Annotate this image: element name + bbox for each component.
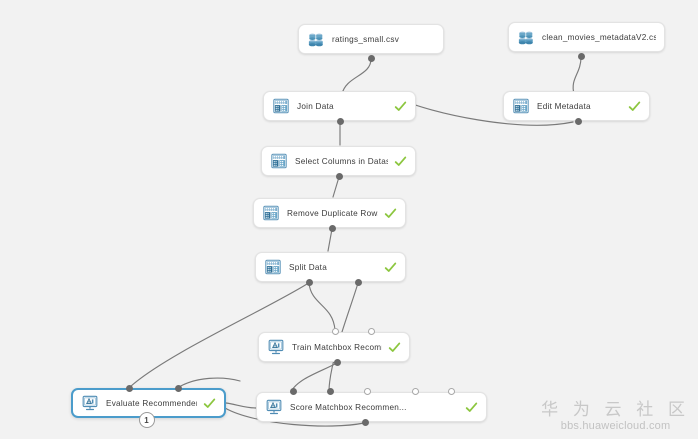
- edge-select-to-remove[interactable]: [332, 176, 340, 198]
- node-score-matchbox-recommender[interactable]: Score Matchbox Recommen...: [256, 392, 487, 422]
- node-label: Select Columns in Dataset: [295, 156, 388, 166]
- port-join-data-output[interactable]: [337, 118, 344, 125]
- module-icon: [513, 98, 529, 114]
- port-evaluate-input-right[interactable]: [175, 385, 182, 392]
- edge-score-left-to-evaluate-right[interactable]: [225, 402, 257, 409]
- node-label: Score Matchbox Recommen...: [290, 402, 407, 412]
- edge-split-left-to-train[interactable]: [308, 282, 336, 331]
- port-score-input-aux-1[interactable]: [364, 388, 371, 395]
- node-select-columns-in-dataset[interactable]: Select Columns in Dataset: [261, 146, 416, 176]
- port-remove-duplicate-rows-output[interactable]: [329, 225, 336, 232]
- dataset-icon: [308, 33, 323, 47]
- node-label: Edit Metadata: [537, 101, 591, 111]
- port-train-input-aux-1[interactable]: [368, 328, 375, 335]
- status-check-icon: [465, 402, 478, 412]
- dataset-icon: [518, 31, 533, 45]
- node-label: Evaluate Recommender: [106, 398, 197, 408]
- port-clean-movies-output[interactable]: [578, 53, 585, 60]
- node-clean-movies-metadatav2-csv[interactable]: clean_movies_metadataV2.csv: [508, 22, 665, 52]
- status-check-icon: [628, 101, 641, 111]
- module-icon: [263, 205, 279, 221]
- status-check-icon: [384, 208, 397, 218]
- recommender-icon: [268, 339, 284, 355]
- node-label: clean_movies_metadataV2.csv: [542, 32, 656, 42]
- edge-ratings-to-join[interactable]: [341, 58, 372, 95]
- port-score-output[interactable]: [362, 419, 369, 426]
- port-train-input-dataset[interactable]: [332, 328, 339, 335]
- node-split-data[interactable]: Split Data: [255, 252, 406, 282]
- port-edit-metadata-output[interactable]: [575, 118, 582, 125]
- port-score-input-aux-2[interactable]: [412, 388, 419, 395]
- port-select-columns-output[interactable]: [336, 173, 343, 180]
- port-score-input-model[interactable]: [290, 388, 297, 395]
- node-label: Split Data: [289, 262, 327, 272]
- edge-train-to-score[interactable]: [291, 362, 338, 391]
- node-remove-duplicate-rows[interactable]: Remove Duplicate Rows: [253, 198, 406, 228]
- node-label: Train Matchbox Recommen...: [292, 342, 382, 352]
- node-comment-badge[interactable]: 1: [138, 412, 155, 428]
- watermark-chinese-text: 华 为 云 社 区: [541, 400, 690, 419]
- node-label: Join Data: [297, 101, 334, 111]
- port-split-data-output-left[interactable]: [306, 279, 313, 286]
- module-icon: [273, 98, 289, 114]
- port-split-data-output-right[interactable]: [355, 279, 362, 286]
- port-score-input-dataset[interactable]: [327, 388, 334, 395]
- status-check-icon: [394, 101, 407, 111]
- watermark: 华 为 云 社 区 bbs.huaweicloud.com: [541, 400, 690, 433]
- edge-clean-to-edit[interactable]: [572, 56, 582, 95]
- edge-remove-to-split[interactable]: [327, 228, 333, 252]
- node-ratings-small-csv[interactable]: ratings_small.csv: [298, 24, 444, 54]
- edge-evaluate-right-curve[interactable]: [178, 377, 241, 388]
- status-check-icon: [203, 398, 216, 408]
- recommender-icon: [266, 399, 282, 415]
- module-icon: [265, 259, 281, 275]
- node-train-matchbox-recommender[interactable]: Train Matchbox Recommen...: [258, 332, 410, 362]
- port-score-input-aux-3[interactable]: [448, 388, 455, 395]
- port-train-output-model[interactable]: [334, 359, 341, 366]
- status-check-icon: [388, 342, 401, 352]
- status-check-icon: [384, 262, 397, 272]
- node-label: ratings_small.csv: [332, 34, 400, 44]
- node-join-data[interactable]: Join Data: [263, 91, 416, 121]
- node-edit-metadata[interactable]: Edit Metadata: [503, 91, 650, 121]
- port-evaluate-input-left[interactable]: [126, 385, 133, 392]
- watermark-url-text: bbs.huaweicloud.com: [560, 420, 671, 432]
- node-label: Remove Duplicate Rows: [287, 208, 378, 218]
- status-check-icon: [394, 156, 407, 166]
- recommender-icon: [82, 395, 98, 411]
- port-ratings-small-csv-output[interactable]: [368, 55, 375, 62]
- module-icon: [271, 153, 287, 169]
